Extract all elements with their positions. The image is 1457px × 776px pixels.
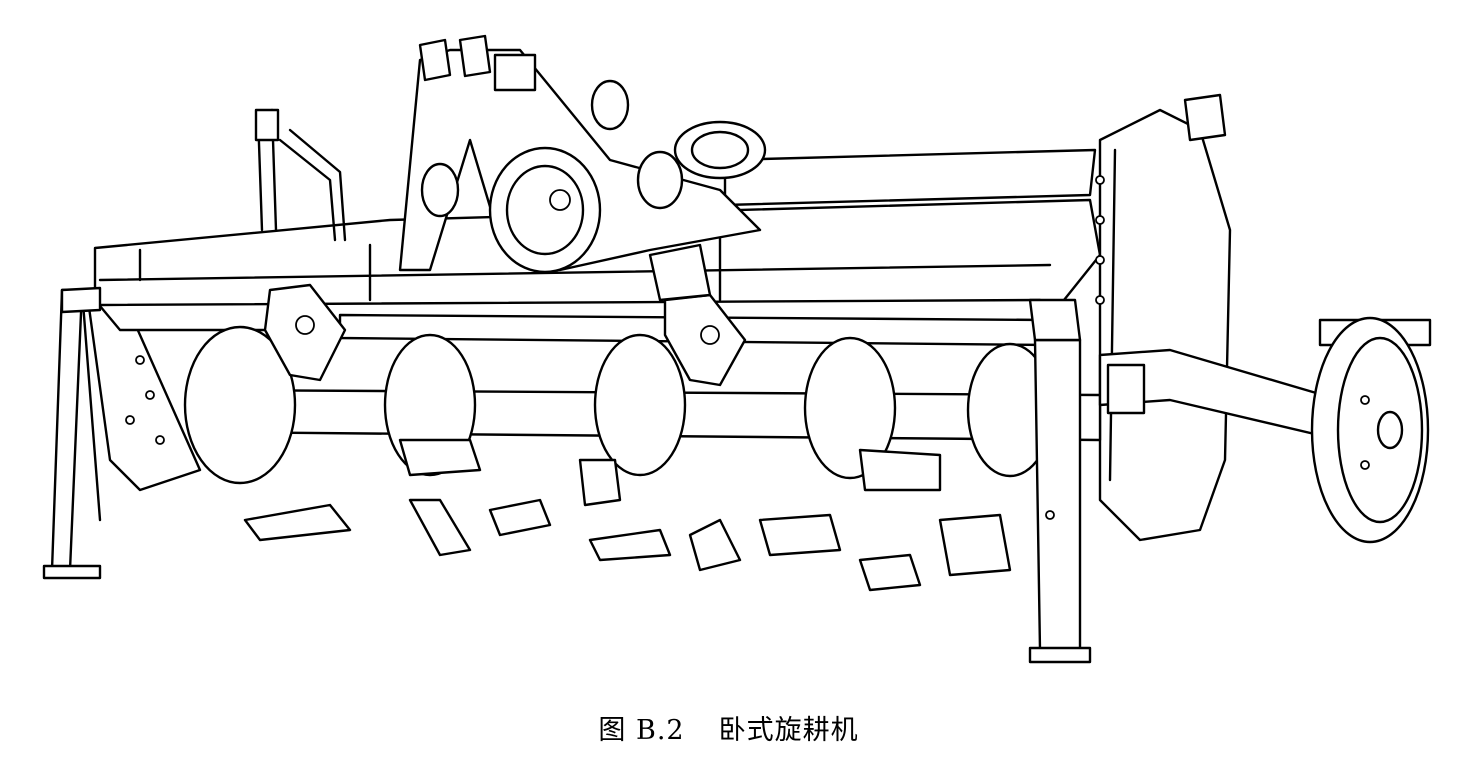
side-chain-case: [1095, 93, 1232, 542]
left-stand-leg: [42, 288, 102, 580]
left-side-plate: [86, 288, 202, 492]
gearbox: [673, 120, 767, 180]
figure-label: 图 B.2: [598, 715, 685, 746]
front-brackets: [263, 243, 747, 387]
figure-caption: 图 B.2 卧式旋耕机: [0, 708, 1457, 747]
rotary-tiller-illustration: [42, 34, 1432, 664]
left-top-lever: [254, 108, 347, 242]
tail-rod: [60, 286, 102, 314]
hitch-tower: [398, 34, 762, 274]
tiller-blades: [243, 438, 1012, 592]
right-stand-leg: [1028, 298, 1092, 664]
depth-wheel: [1098, 316, 1432, 544]
figure-title: 卧式旋耕机: [718, 715, 859, 746]
